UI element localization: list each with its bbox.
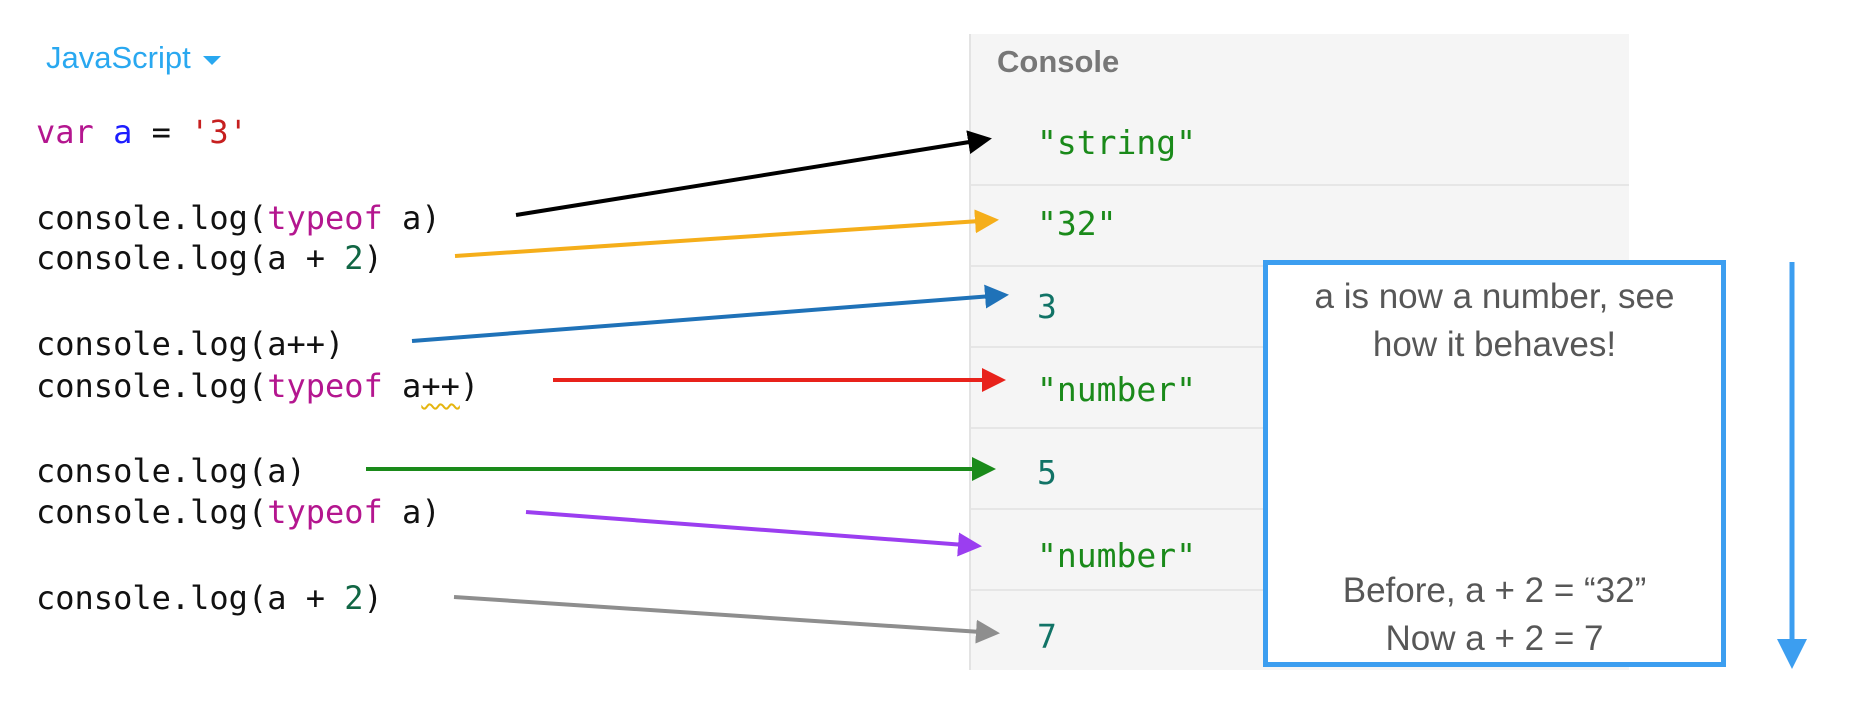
string-literal: '3' bbox=[190, 113, 248, 151]
code-text: console.log(a + bbox=[36, 579, 345, 617]
code-text: a) bbox=[382, 199, 441, 237]
operator: = bbox=[132, 113, 191, 151]
caret-down-icon bbox=[202, 55, 221, 65]
language-selector[interactable]: JavaScript bbox=[46, 40, 221, 76]
console-row: "string" bbox=[971, 103, 1629, 186]
annotation-box: a is now a number, see how it behaves! B… bbox=[1263, 260, 1726, 667]
code-line-8: console.log(a + 2) bbox=[36, 578, 383, 618]
console-output: "32" bbox=[1037, 204, 1117, 243]
arrow-typeof-string bbox=[515, 130, 992, 217]
annotation-line: a is now a number, see bbox=[1314, 277, 1675, 316]
code-text: console.log( bbox=[36, 199, 268, 237]
code-text: console.log(a++) bbox=[36, 325, 345, 363]
annotation-top-text: a is now a number, see how it behaves! bbox=[1268, 273, 1721, 369]
keyword: typeof bbox=[267, 367, 383, 405]
code-text: console.log(a) bbox=[36, 452, 306, 490]
annotation-bottom-text: Before, a + 2 = “32” Now a + 2 = 7 bbox=[1268, 567, 1721, 663]
number-literal: 2 bbox=[344, 579, 364, 617]
console-output: "number" bbox=[1037, 370, 1196, 409]
code-line-3: console.log(a + 2) bbox=[36, 238, 383, 278]
code-line-1: var a = '3' bbox=[36, 112, 248, 152]
number-literal: 2 bbox=[344, 239, 364, 277]
keyword: typeof bbox=[267, 199, 383, 237]
code-line-7: console.log(typeof a) bbox=[36, 492, 441, 532]
language-label: JavaScript bbox=[46, 40, 191, 75]
console-output: 5 bbox=[1037, 453, 1057, 492]
code-line-4: console.log(a++) bbox=[36, 324, 344, 364]
arrow-typeof-number-2 bbox=[525, 510, 982, 557]
code-text: console.log( bbox=[36, 493, 268, 531]
arrow-postincrement-3 bbox=[411, 284, 1009, 343]
code-text: ) bbox=[363, 579, 383, 617]
warning-squiggle: ++ bbox=[421, 367, 460, 405]
code-line-6: console.log(a) bbox=[36, 451, 306, 491]
code-line-5: console.log(typeof a++) bbox=[36, 366, 479, 406]
console-output: 7 bbox=[1037, 617, 1057, 656]
console-row: 7 bbox=[971, 589, 1629, 670]
annotation-line: how it behaves! bbox=[1372, 325, 1617, 364]
console-title: Console bbox=[997, 44, 1120, 79]
arrow-add-7 bbox=[453, 595, 1000, 644]
console-output: 3 bbox=[1037, 287, 1057, 326]
console-output: "number" bbox=[1037, 536, 1196, 575]
code-text: a) bbox=[382, 493, 441, 531]
code-text: ) bbox=[459, 367, 480, 405]
console-output: "string" bbox=[1037, 123, 1196, 162]
code-text: console.log(a + bbox=[36, 239, 345, 277]
annotation-line: Before, a + 2 = “32” bbox=[1342, 571, 1647, 610]
code-text: console.log( bbox=[36, 367, 268, 405]
code-text: ) bbox=[363, 239, 383, 277]
code-line-2: console.log(typeof a) bbox=[36, 198, 441, 238]
variable: a bbox=[113, 113, 133, 151]
keyword: var bbox=[36, 113, 94, 151]
keyword: typeof bbox=[267, 493, 383, 531]
annotation-line: Now a + 2 = 7 bbox=[1385, 619, 1604, 658]
code-text: a bbox=[382, 367, 422, 405]
arrow-concat-32 bbox=[454, 209, 999, 258]
